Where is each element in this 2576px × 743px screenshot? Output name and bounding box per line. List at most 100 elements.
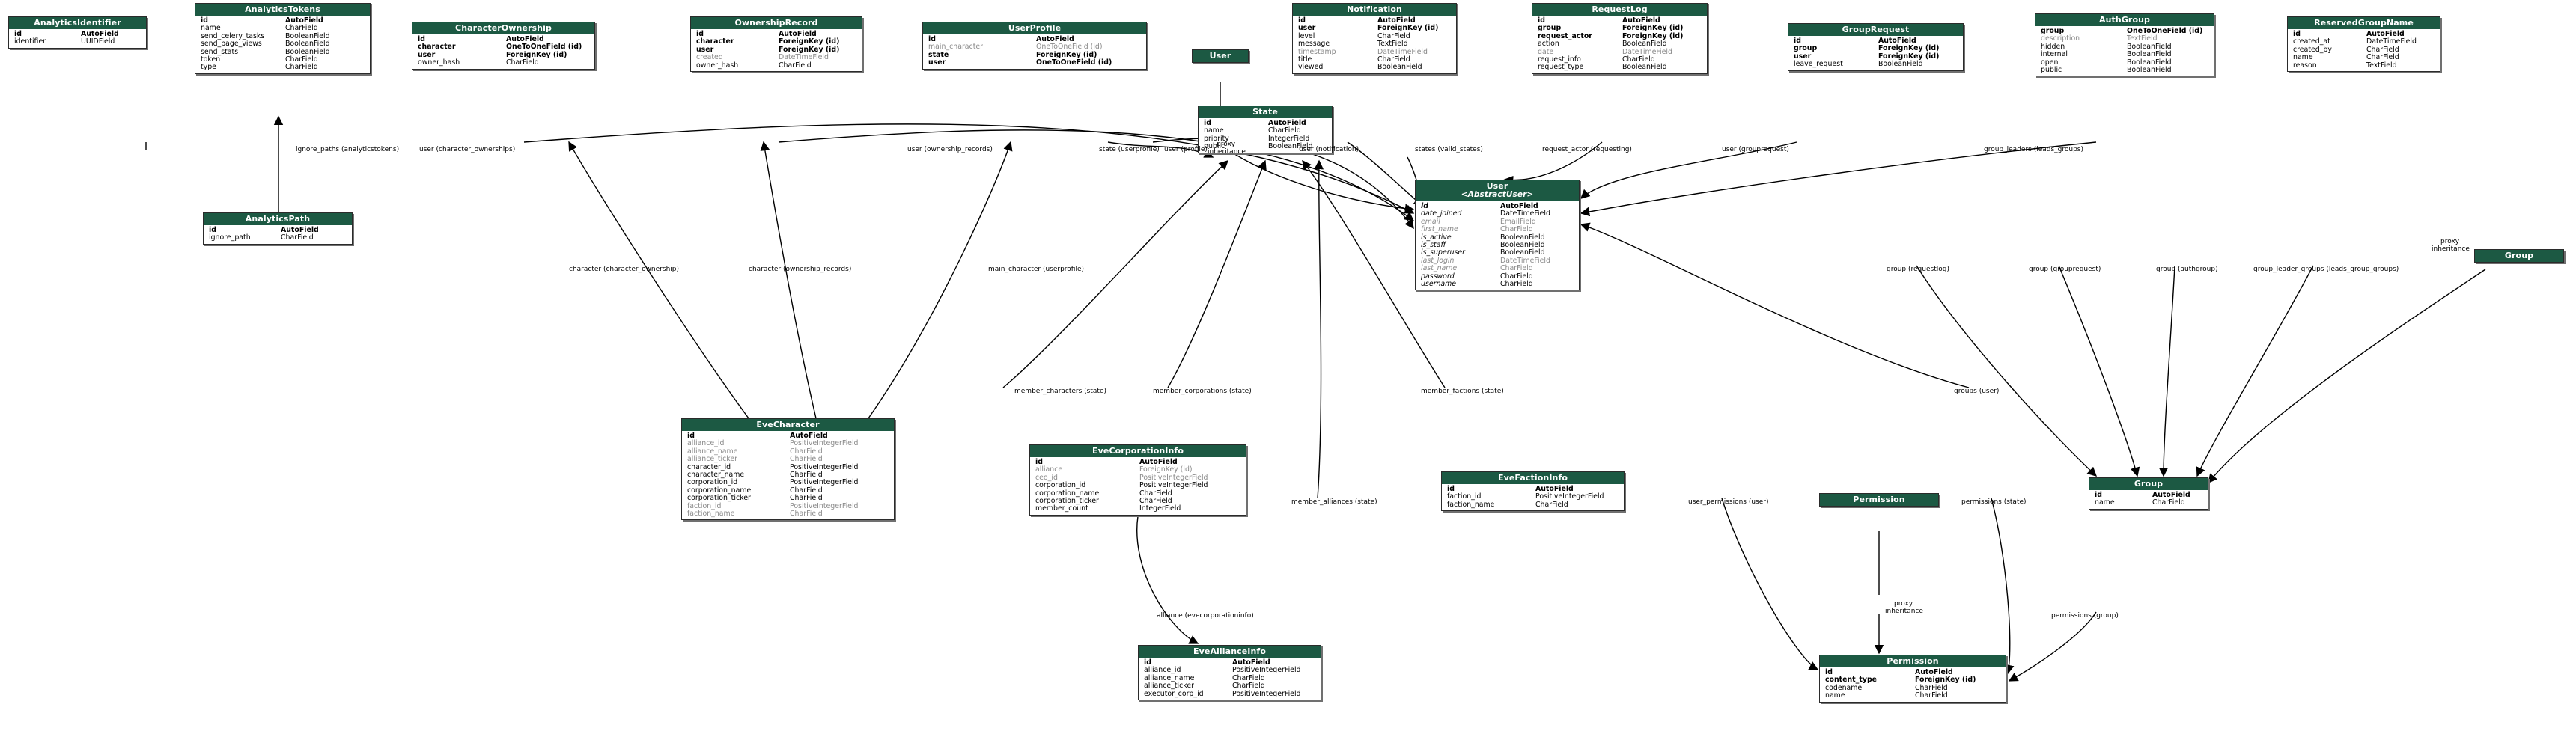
field-name: corporation_name xyxy=(1035,489,1100,498)
entity-title-ownershiprecord: OwnershipRecord xyxy=(691,17,862,29)
field-type: CharField xyxy=(1500,225,1533,234)
field-name: id xyxy=(1825,668,1833,676)
entity-user_small[interactable]: User xyxy=(1192,49,1249,63)
edge-label: user (character_ownerships) xyxy=(419,146,516,153)
field-type: CharField xyxy=(1139,497,1172,506)
entity-base-class-user_main: <AbstractUser> xyxy=(1461,190,1534,199)
field-type: PositiveIntegerField xyxy=(1232,689,1301,698)
field-row: character_id PositiveIntegerField xyxy=(682,462,894,471)
field-type: BooleanField xyxy=(1878,60,1923,69)
field-name: request_actor xyxy=(1538,31,1592,40)
field-name: request_type xyxy=(1538,63,1584,72)
field-name: timestamp xyxy=(1298,47,1336,56)
field-name: faction_name xyxy=(1447,500,1495,509)
edge-label: state (userprofile) xyxy=(1099,146,1160,153)
field-name: faction_id xyxy=(687,501,722,510)
field-type: ForeignKey (id) xyxy=(779,45,840,54)
field-type: BooleanField xyxy=(2127,50,2172,59)
field-name: owner_hash xyxy=(418,58,460,67)
edge-label: user_permissions (user) xyxy=(1688,498,1769,506)
edge-label: group (requestlog) xyxy=(1887,266,1949,273)
field-type: AutoField xyxy=(285,16,323,25)
field-name: user xyxy=(928,58,946,67)
field-name: id xyxy=(418,35,425,43)
field-name: group xyxy=(2041,27,2065,35)
field-name: internal xyxy=(2041,50,2068,59)
field-name: message xyxy=(1298,40,1330,49)
entity-permission_top[interactable]: Permission xyxy=(1819,493,1939,507)
field-type: BooleanField xyxy=(1500,233,1545,242)
field-name: user xyxy=(1298,24,1316,33)
field-name: alliance_id xyxy=(1144,666,1181,675)
field-type: PositiveIntegerField xyxy=(790,462,859,471)
field-type: AutoField xyxy=(1268,119,1306,127)
field-type: DateTimeField xyxy=(1500,256,1550,265)
field-name: description xyxy=(2041,34,2080,43)
field-name: character_id xyxy=(687,462,731,471)
field-type: BooleanField xyxy=(285,47,330,56)
field-type: DateTimeField xyxy=(779,53,829,62)
field-name: corporation_id xyxy=(687,478,738,487)
entity-title-evecharacter: EveCharacter xyxy=(682,419,894,431)
entity-title-characterownership: CharacterOwnership xyxy=(412,22,594,34)
field-name: id xyxy=(1447,485,1455,493)
field-name: title xyxy=(1298,55,1312,64)
field-type: BooleanField xyxy=(1622,63,1667,72)
field-name: is_superuser xyxy=(1421,248,1466,257)
field-type: AutoField xyxy=(2152,491,2190,499)
field-name: id xyxy=(2095,491,2102,499)
field-name: password xyxy=(1421,272,1455,281)
field-type: CharField xyxy=(1915,691,1948,700)
entity-group_right[interactable]: Group xyxy=(2474,249,2564,263)
field-name: group xyxy=(1538,24,1562,33)
